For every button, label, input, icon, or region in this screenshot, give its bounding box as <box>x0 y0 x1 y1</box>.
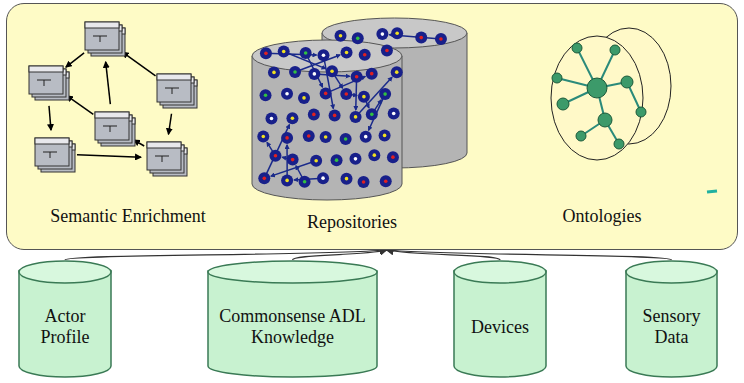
flow-arrow <box>293 250 387 260</box>
store-label: Commonsense ADL Knowledge <box>213 306 372 347</box>
component-label: Semantic Enrichment <box>23 206 233 227</box>
platform-panel: Semantic Enrichment Repositories Ontologie… <box>6 3 738 250</box>
flow-arrow <box>65 250 387 260</box>
data-store-cylinder: Devices <box>453 260 547 378</box>
store-label: Sensory Data <box>631 306 712 347</box>
data-store-cylinder: Actor Profile <box>18 260 112 378</box>
store-label: Actor Profile <box>24 306 106 347</box>
data-store-cylinder: Sensory Data <box>625 260 718 378</box>
component-label: Ontologies <box>527 206 677 227</box>
store-label: Devices <box>459 317 541 338</box>
data-store-cylinder: Commonsense ADL Knowledge <box>207 260 378 378</box>
flow-arrow <box>387 250 672 260</box>
component-label: Repositories <box>252 212 452 233</box>
